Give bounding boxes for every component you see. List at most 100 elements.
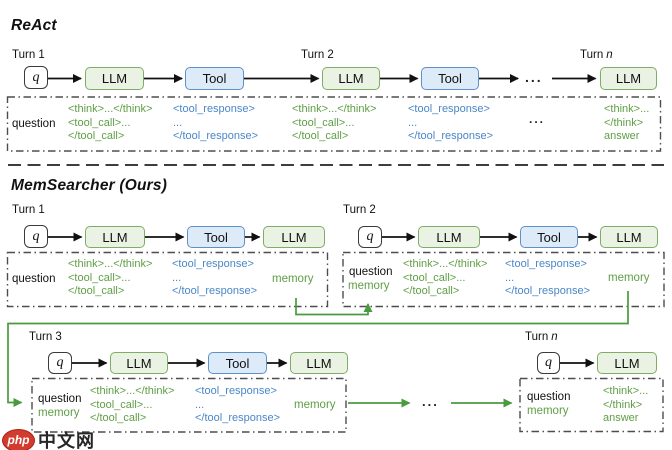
ms-t1-ctx-tool-response: <tool_response> ... </tool_response> — [172, 258, 257, 299]
turnn-n: n — [606, 49, 613, 61]
ms-t3-ctx-memory-out: memory — [294, 399, 336, 411]
tool-response-dots: ... — [173, 116, 183, 129]
react-turn1-llm-box: LLM — [85, 67, 144, 90]
ms-tn-ctx-final-answer: <think>... </think> answer — [603, 385, 648, 426]
ms-turn1-context-box — [6, 251, 329, 308]
tool-call-close-tag: </tool_call> — [403, 285, 460, 297]
react-row-ellipsis: ... — [525, 69, 543, 85]
memsearcher-section-title: MemSearcher (Ours) — [11, 177, 168, 194]
react-turn2-tool-box: Tool — [421, 67, 479, 90]
ms-turnn-q-box: q — [537, 352, 560, 374]
ms-turn1-q-box: q — [24, 225, 48, 248]
react-context-box — [6, 96, 662, 152]
tool-response-dots: ... — [195, 398, 205, 411]
ms-turnn-llm-box: LLM — [597, 352, 657, 374]
ms-turn2-context-box — [342, 251, 665, 308]
answer-text: answer — [603, 412, 639, 424]
react-ctx-final-answer: <think>... </think> answer — [604, 103, 649, 144]
ms-t3-ctx-memory-in: memory — [38, 407, 80, 419]
tool-call-open-tag: <tool_call>... — [292, 116, 355, 129]
turnn-n: n — [551, 331, 558, 343]
ms-t2-ctx-question: question — [349, 266, 393, 278]
think-tag: <think>...</think> — [292, 103, 377, 115]
think-tag: <think>...</think> — [403, 258, 488, 270]
answer-text: answer — [604, 130, 640, 142]
react-ctx-llm-output-1: <think>...</think> <tool_call>... </tool… — [68, 103, 152, 144]
ms-turn2-label: Turn 2 — [343, 204, 376, 216]
ms-tn-ctx-memory: memory — [527, 405, 569, 417]
ms-turn1-llm2-box: LLM — [263, 226, 325, 248]
tool-response-open-tag: <tool_response> — [195, 385, 277, 397]
react-section-title: ReAct — [11, 17, 57, 34]
ms-turn1-label: Turn 1 — [12, 204, 45, 216]
react-turn1-tool-box: Tool — [185, 67, 244, 90]
react-turn2-label: Turn 2 — [301, 49, 334, 61]
react-ctx-tool-response-2: <tool_response> ... </tool_response> — [408, 103, 493, 144]
tool-response-close-tag: </tool_response> — [505, 285, 591, 297]
tool-response-open-tag: <tool_response> — [408, 103, 490, 115]
tool-call-close-tag: </tool_call> — [68, 130, 125, 142]
react-ctx-llm-output-2: <think>...</think> <tool_call>... </tool… — [292, 103, 376, 144]
ms-turn3-q-box: q — [48, 352, 72, 374]
think-open-tag: <think>... — [604, 103, 650, 115]
tool-call-open-tag: <tool_call>... — [90, 398, 153, 411]
watermark-text: 中文网 — [38, 431, 95, 450]
ms-tn-ctx-question: question — [527, 391, 571, 403]
php-logo-badge: php — [2, 428, 35, 450]
react-ctx-ellipsis: ... — [529, 112, 546, 126]
ms-turn2-llm-box: LLM — [418, 226, 480, 248]
tool-call-close-tag: </tool_call> — [292, 130, 349, 142]
tool-response-open-tag: <tool_response> — [173, 103, 255, 115]
ms-t3-ctx-question: question — [38, 393, 82, 405]
ms-t2-ctx-tool-response: <tool_response> ... </tool_response> — [505, 258, 590, 299]
ms-turn1-llm-box: LLM — [85, 226, 145, 248]
turnn-prefix: Turn — [525, 331, 549, 343]
tool-response-close-tag: </tool_response> — [173, 130, 259, 142]
think-tag: <think>...</think> — [68, 103, 153, 115]
ms-turn3-label: Turn 3 — [29, 331, 62, 343]
ms-t1-ctx-memory: memory — [272, 273, 314, 285]
ms-turn3-context-box — [31, 377, 347, 433]
tool-response-dots: ... — [172, 271, 182, 284]
watermark: php 中文网 — [2, 427, 95, 450]
think-tag: <think>...</think> — [90, 385, 175, 397]
ms-turnn-context-box — [519, 377, 664, 433]
react-turn2-llm-box: LLM — [322, 67, 380, 90]
ms-turn2-tool-box: Tool — [520, 226, 578, 248]
tool-response-close-tag: </tool_response> — [408, 130, 494, 142]
tool-response-dots: ... — [408, 116, 418, 129]
tool-call-close-tag: </tool_call> — [90, 412, 147, 424]
ms-t3-ctx-llm-output: <think>...</think> <tool_call>... </tool… — [90, 385, 174, 426]
ms-t3-ctx-tool-response: <tool_response> ... </tool_response> — [195, 385, 280, 426]
react-turnn-llm-box: LLM — [600, 67, 657, 90]
ms-t1-ctx-question: question — [12, 273, 56, 285]
tool-response-close-tag: </tool_response> — [195, 412, 281, 424]
react-turn1-label: Turn 1 — [12, 49, 45, 61]
tool-response-open-tag: <tool_response> — [172, 258, 254, 270]
ms-turn3-llm-box: LLM — [110, 352, 168, 374]
tool-call-open-tag: <tool_call>... — [68, 271, 131, 284]
ms-bottom-ellipsis: ... — [422, 394, 439, 409]
react-ctx-question: question — [12, 118, 56, 130]
memory-connector-turn2-to-turn3 — [7, 291, 629, 407]
think-close-tag: </think> — [604, 116, 644, 129]
turnn-prefix: Turn — [580, 49, 604, 61]
think-tag: <think>...</think> — [68, 258, 153, 270]
ms-t1-ctx-llm-output: <think>...</think> <tool_call>... </tool… — [68, 258, 152, 299]
ms-t2-ctx-memory-out: memory — [608, 272, 650, 284]
tool-call-open-tag: <tool_call>... — [68, 116, 131, 129]
ms-t2-ctx-memory-in: memory — [348, 280, 390, 292]
think-open-tag: <think>... — [603, 385, 649, 397]
think-close-tag: </think> — [603, 398, 643, 411]
tool-response-open-tag: <tool_response> — [505, 258, 587, 270]
ms-t2-ctx-llm-output: <think>...</think> <tool_call>... </tool… — [403, 258, 487, 299]
memory-connector-turn1-to-turn2 — [295, 298, 373, 316]
tool-call-open-tag: <tool_call>... — [403, 271, 466, 284]
ms-turn3-tool-box: Tool — [208, 352, 267, 374]
ms-turn3-llm2-box: LLM — [290, 352, 348, 374]
ms-turn2-llm2-box: LLM — [600, 226, 658, 248]
